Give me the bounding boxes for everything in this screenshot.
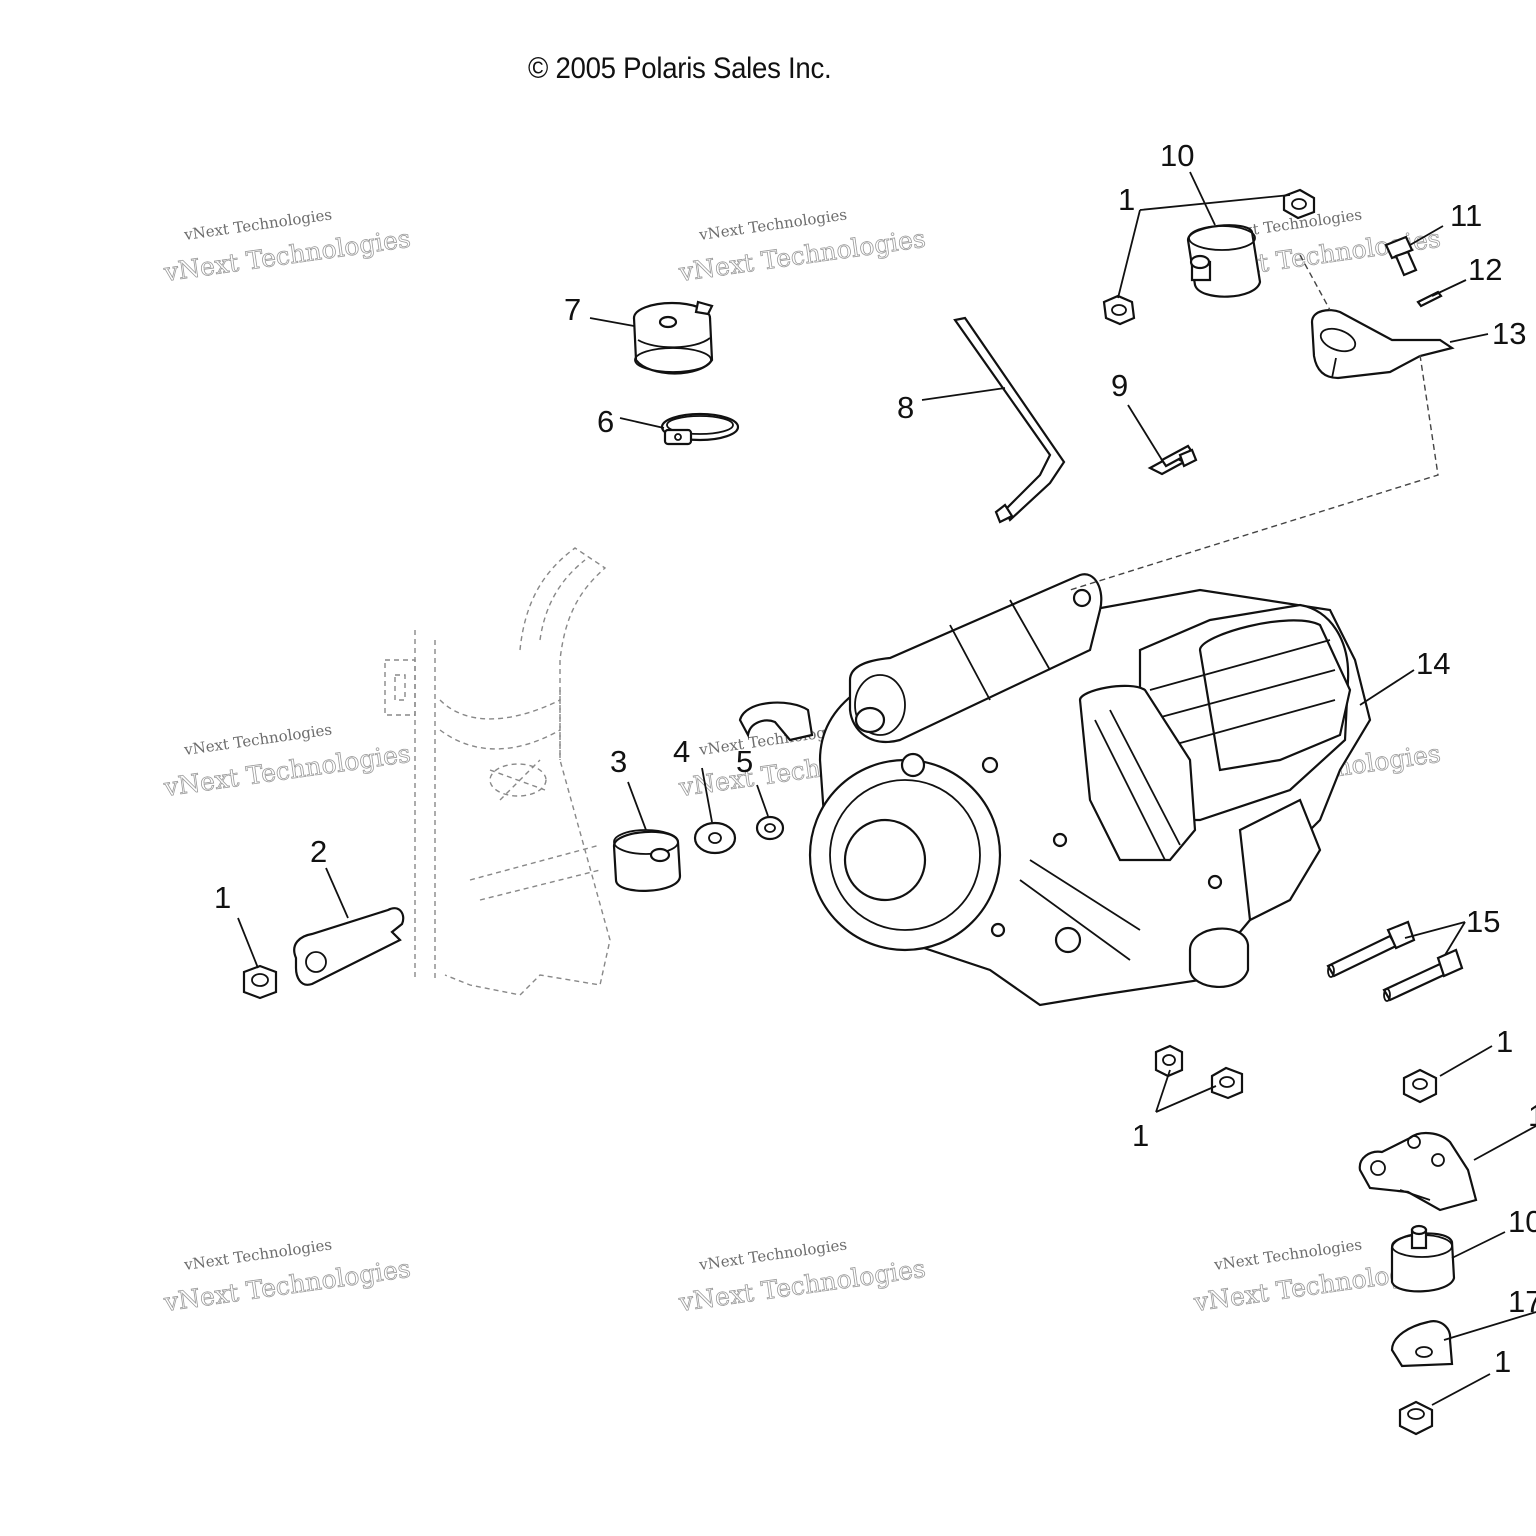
callout-12: 12 bbox=[1468, 252, 1502, 287]
nut-top-right bbox=[1282, 188, 1316, 220]
long-bolt-a bbox=[1326, 920, 1416, 978]
callout-1-left: 1 bbox=[214, 880, 231, 915]
shift-rod bbox=[953, 316, 1066, 524]
callout-2: 2 bbox=[310, 834, 327, 869]
callout-16: 1 bbox=[1528, 1098, 1536, 1133]
callout-1-lowest: 1 bbox=[1494, 1344, 1511, 1379]
hose-clamp bbox=[660, 412, 740, 446]
callout-15: 15 bbox=[1466, 904, 1500, 939]
rubber-mount-3 bbox=[612, 829, 682, 892]
engine-assembly bbox=[738, 573, 1372, 1007]
callout-5: 5 bbox=[736, 744, 753, 779]
mount-plate bbox=[293, 907, 405, 986]
callout-labels: 10 1 11 12 13 7 6 8 9 3 4 5 14 2 1 15 1 … bbox=[214, 138, 1536, 1379]
nut-bottom-right bbox=[1402, 1068, 1438, 1104]
bracket-17 bbox=[1390, 1320, 1454, 1368]
nut-bottom-a bbox=[1154, 1044, 1184, 1078]
bracket-16 bbox=[1358, 1132, 1478, 1212]
callout-3: 3 bbox=[610, 744, 627, 779]
nut-top-left bbox=[1102, 294, 1136, 326]
callout-9: 9 bbox=[1111, 368, 1128, 403]
callout-7: 7 bbox=[564, 292, 581, 327]
callout-10-bottom: 10 bbox=[1508, 1204, 1536, 1239]
nut-bottom-b bbox=[1210, 1066, 1244, 1100]
callout-10-top: 10 bbox=[1160, 138, 1194, 173]
washer-4 bbox=[693, 821, 737, 855]
callout-1-top: 1 bbox=[1118, 182, 1135, 217]
frame-outline bbox=[384, 547, 611, 996]
intake-boot bbox=[632, 300, 714, 375]
small-bolt bbox=[1147, 444, 1198, 476]
washer-5 bbox=[755, 815, 785, 841]
rubber-mount-bottom bbox=[1390, 1224, 1456, 1293]
bracket-13 bbox=[1310, 309, 1455, 380]
rubber-mount-top bbox=[1186, 224, 1262, 298]
callout-1-bottom: 1 bbox=[1132, 1118, 1149, 1153]
assembly-leader bbox=[1069, 254, 1439, 591]
callout-17: 17 bbox=[1508, 1284, 1536, 1319]
callout-14: 14 bbox=[1416, 646, 1450, 681]
callout-8: 8 bbox=[897, 390, 914, 425]
callout-4: 4 bbox=[673, 734, 690, 769]
nut-lowest bbox=[1398, 1400, 1434, 1436]
callout-6: 6 bbox=[597, 404, 614, 439]
callout-11: 11 bbox=[1450, 198, 1482, 233]
pin-12 bbox=[1416, 290, 1443, 308]
callout-1-bottom-right: 1 bbox=[1496, 1024, 1513, 1059]
callout-13: 13 bbox=[1492, 316, 1526, 351]
nut-left bbox=[242, 964, 278, 1000]
copyright-notice: © 2005 Polaris Sales Inc. bbox=[528, 52, 832, 85]
long-bolt-b bbox=[1382, 948, 1464, 1002]
leader-lines bbox=[237, 171, 1536, 1406]
bolt-11 bbox=[1384, 235, 1418, 277]
